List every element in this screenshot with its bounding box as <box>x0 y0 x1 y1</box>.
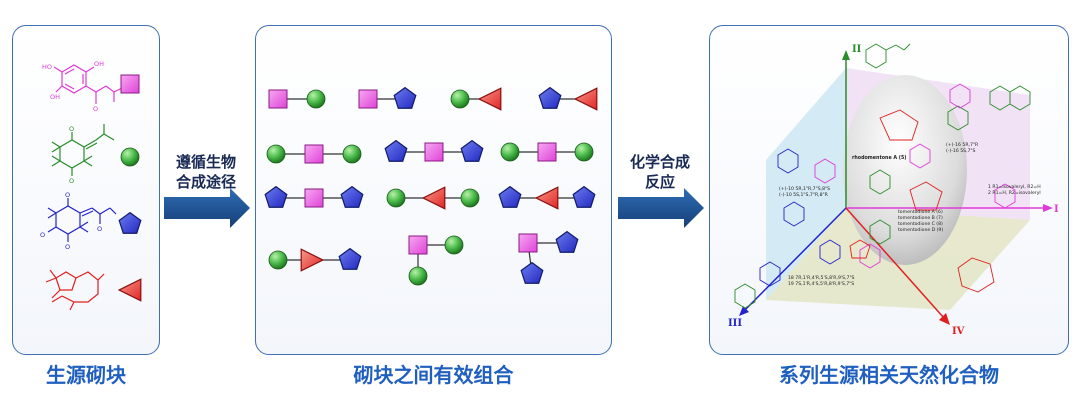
config-19-label: 19 7S,1'R,4'S,5'R,8'R,9'S,7"S <box>788 281 854 287</box>
tomentodione-d-label: tomentodione D (9) <box>898 227 943 233</box>
r-label-2: 2 R1=H, R2=isovaleryl <box>988 190 1041 196</box>
svg-text:O: O <box>65 191 70 199</box>
biosynthesis-label: 遵循生物 合成途径 <box>162 152 250 192</box>
syncarpic-structure <box>51 124 115 176</box>
svg-text:O: O <box>97 225 102 233</box>
combination-blocks <box>264 87 598 286</box>
square-icon <box>120 74 140 94</box>
config-18-label: 18 7R,1'R,4'R,5'S,8'R,9'S,7"S <box>788 275 855 281</box>
svg-text:O: O <box>69 177 74 185</box>
combinations-caption: 砌块之间有效组合 <box>353 363 514 387</box>
chemical-synthesis-label: 化学合成 反应 <box>616 152 704 192</box>
axis-iii-label: III <box>728 318 742 329</box>
svg-text:O: O <box>69 125 74 133</box>
axis-ii-label: II <box>852 44 862 55</box>
tomentodione-b-label: tomentodione B (7) <box>898 215 943 221</box>
svg-text:O: O <box>93 105 98 113</box>
chemical-synthesis-label-line1: 化学合成 <box>629 153 690 171</box>
n-pair-2-label: (-)-16 5S,7"S <box>946 148 976 154</box>
n-pair-1-label: (+)-16 5R,7"R <box>946 142 979 148</box>
svg-text:OH: OH <box>50 93 60 101</box>
biosynthesis-label-line1: 遵循生物 <box>175 153 236 171</box>
tomentodione-a-label: tomentodione A (6) <box>898 209 943 215</box>
axis-i-label: I <box>1054 204 1059 215</box>
biosynthesis-arrow <box>164 188 250 228</box>
tomentodione-c-label: tomentodione C (8) <box>898 221 943 227</box>
building-blocks-caption: 生源砌块 <box>46 363 126 387</box>
natural-products-caption: 系列生源相关天然化合物 <box>779 363 999 387</box>
natural-products-figure: II I III IV <box>728 43 1059 337</box>
triangle-icon <box>118 278 142 302</box>
rhodomentone-label: rhodomentone A (5) <box>852 155 907 161</box>
caryophyllene-structure <box>45 269 105 311</box>
r-label-1: 1 R1=isovaleryl, R2=H <box>988 184 1041 190</box>
phloroglucinol-structure <box>53 64 123 104</box>
chemical-synthesis-arrow <box>618 188 704 228</box>
svg-text:O: O <box>65 243 70 251</box>
svg-text:OH: OH <box>94 60 104 68</box>
biosynthesis-label-line2: 合成途径 <box>175 173 236 191</box>
combination-grid <box>276 98 585 275</box>
circle-icon <box>120 147 140 167</box>
pair-10-11-a-label: (+)-10 5R,1"R,7"S,8"S <box>779 186 830 192</box>
acylphloroglucinol-structure <box>47 198 117 242</box>
pentagon-icon <box>118 212 142 234</box>
pair-10-11-b-label: (-)-10 5S,1"S,7"R,8"R <box>779 192 829 198</box>
svg-text:HO: HO <box>42 63 52 71</box>
chemical-synthesis-label-line2: 反应 <box>644 173 675 191</box>
svg-text:O: O <box>40 231 45 239</box>
axis-iv-label: IV <box>952 326 965 337</box>
